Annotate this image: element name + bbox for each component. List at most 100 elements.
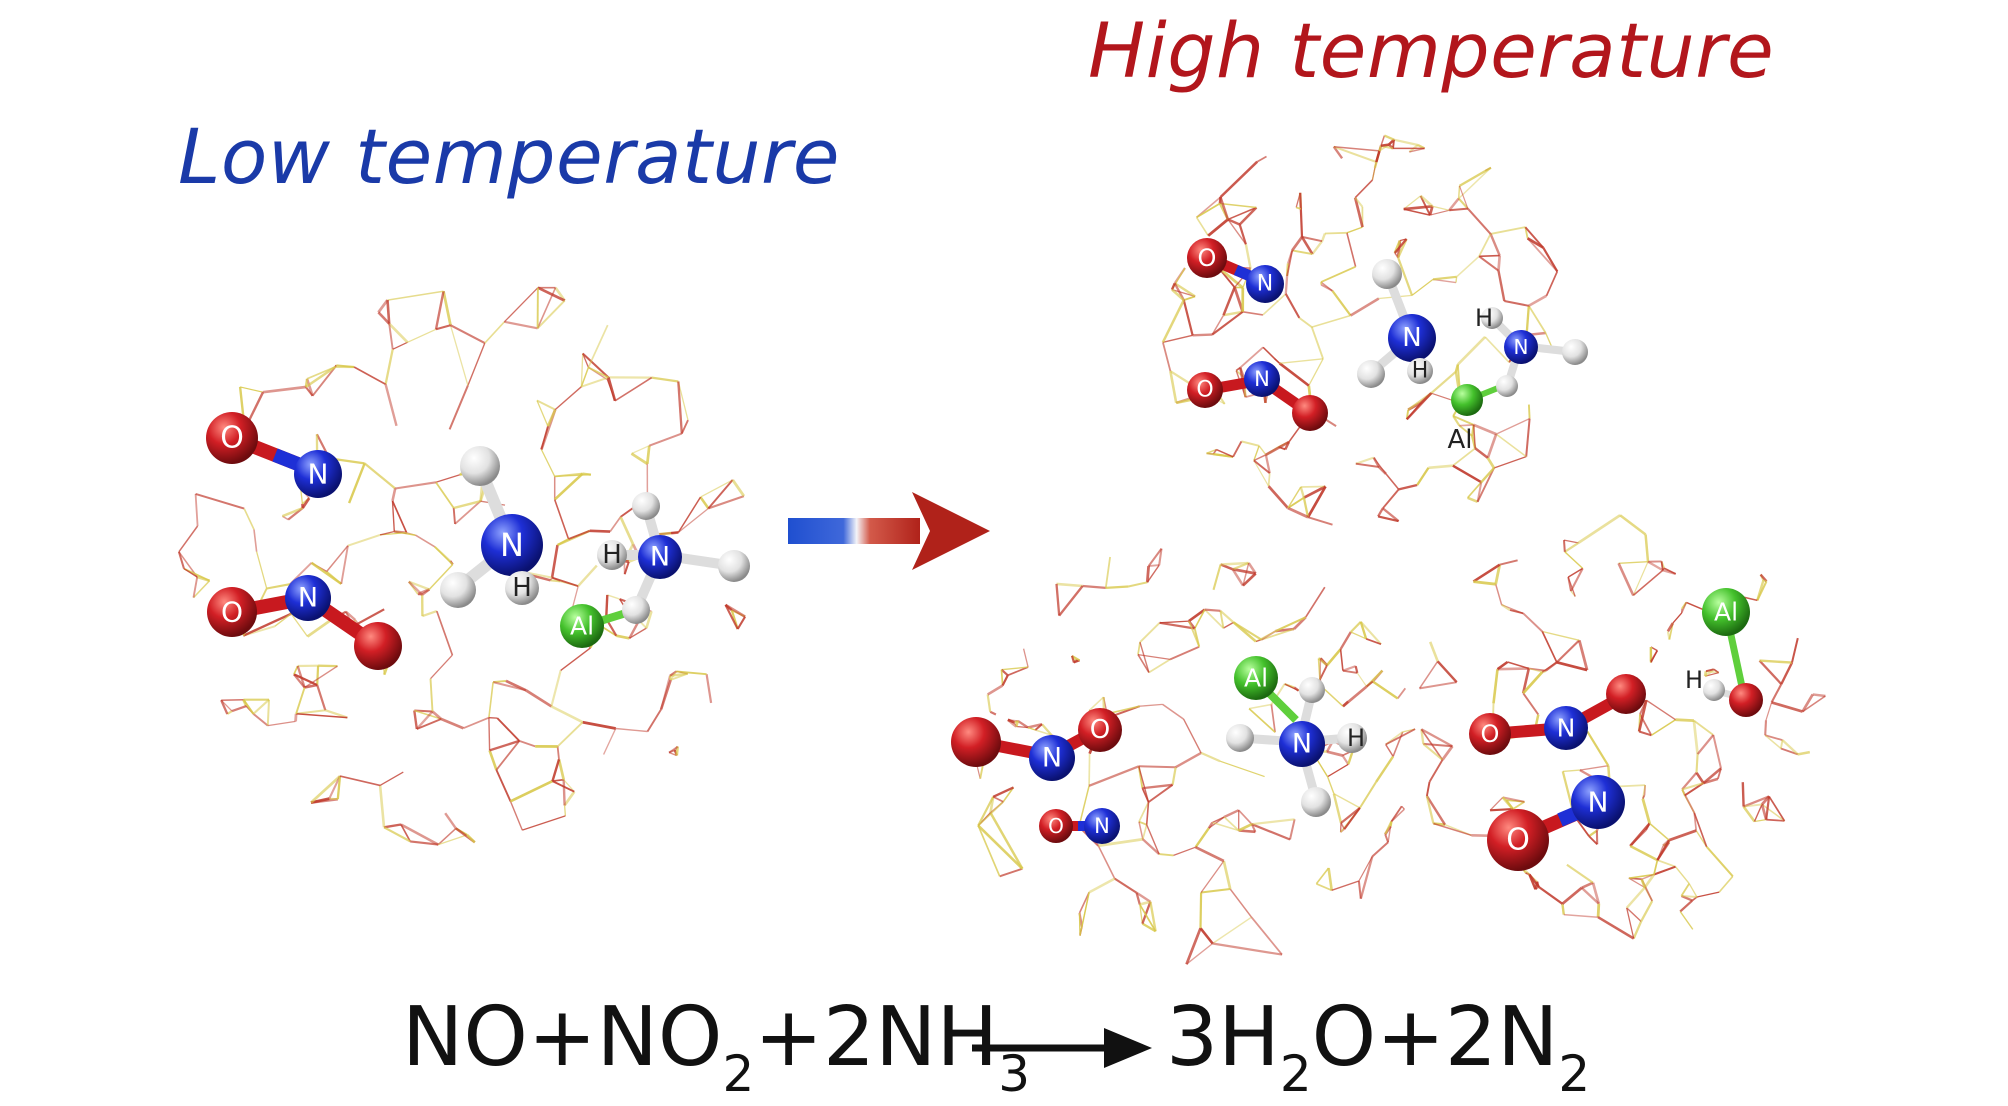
- zeolite-framework-high-right: [1418, 514, 1826, 940]
- framework-bond: [1660, 561, 1664, 571]
- framework-bond: [1577, 639, 1589, 671]
- framework-bond: [421, 588, 431, 596]
- framework-bond: [1316, 883, 1333, 892]
- framework-bond: [1138, 821, 1144, 840]
- framework-bond: [1332, 793, 1343, 824]
- framework-bond: [1556, 660, 1588, 672]
- framework-bond: [519, 740, 536, 748]
- framework-bond: [553, 472, 584, 501]
- framework-bond: [1387, 826, 1392, 843]
- framework-bond: [1457, 185, 1461, 199]
- framework-bond: [989, 812, 1024, 870]
- framework-bond: [1310, 326, 1324, 360]
- framework-bond: [648, 432, 683, 447]
- framework-bond: [400, 824, 411, 842]
- svg-text:N: N: [1557, 714, 1576, 743]
- svg-text:O: O: [1048, 814, 1064, 838]
- framework-bond: [1718, 875, 1734, 893]
- framework-bond: [1645, 822, 1651, 831]
- framework-bond: [383, 823, 402, 829]
- framework-bond: [609, 516, 622, 533]
- framework-bond: [1159, 621, 1195, 630]
- framework-bond: [1743, 795, 1770, 808]
- framework-bond: [301, 497, 311, 509]
- framework-bond: [616, 634, 630, 640]
- atom-nitrogen: N: [1388, 314, 1436, 362]
- framework-bond: [614, 376, 653, 402]
- reaction-arrow: [972, 1028, 1152, 1068]
- framework-bond: [242, 699, 255, 715]
- framework-bond: [1088, 765, 1140, 787]
- framework-bond: [623, 561, 630, 575]
- framework-bond: [1222, 286, 1236, 316]
- framework-bond: [1267, 473, 1271, 487]
- framework-bond: [1423, 742, 1453, 748]
- aluminum-label: Al: [1447, 425, 1472, 455]
- framework-bond: [392, 341, 408, 350]
- framework-bond: [1638, 730, 1652, 737]
- framework-bond: [387, 290, 444, 301]
- framework-bond: [581, 352, 610, 379]
- framework-bond: [1480, 467, 1495, 483]
- framework-bond: [1346, 232, 1357, 267]
- framework-bond: [1145, 802, 1150, 825]
- framework-bond: [1251, 823, 1291, 841]
- framework-bond: [1238, 206, 1258, 226]
- framework-bond: [1541, 631, 1558, 663]
- framework-bond: [183, 568, 198, 578]
- svg-text:N: N: [500, 526, 524, 564]
- framework-bond: [700, 479, 734, 498]
- atom-oxygen: O: [1487, 809, 1549, 871]
- framework-bond: [274, 613, 292, 627]
- framework-bond: [1265, 440, 1290, 456]
- framework-bond: [1041, 723, 1053, 736]
- framework-bond: [1764, 734, 1783, 741]
- framework-bond: [448, 385, 469, 430]
- framework-bond: [1626, 907, 1642, 922]
- atom-hydrogen: H: [1407, 358, 1433, 384]
- framework-bond: [1186, 942, 1214, 965]
- framework-bond: [466, 833, 476, 844]
- framework-bond: [435, 324, 451, 331]
- framework-bond: [1287, 506, 1309, 519]
- framework-bond: [1679, 899, 1694, 913]
- framework-bond: [550, 544, 559, 578]
- framework-bond: [1703, 670, 1708, 677]
- framework-bond: [1525, 305, 1530, 336]
- framework-bond: [699, 496, 710, 510]
- framework-bond: [1384, 821, 1393, 835]
- framework-bond: [1632, 569, 1664, 597]
- framework-bond: [1229, 888, 1253, 918]
- framework-bond: [453, 500, 481, 510]
- framework-bond: [546, 409, 557, 427]
- framework-bond: [1526, 237, 1558, 273]
- framework-bond: [1332, 146, 1344, 159]
- framework-bond: [651, 376, 679, 383]
- framework-bond: [495, 769, 512, 802]
- framework-bond: [1681, 894, 1697, 898]
- framework-bond: [1114, 877, 1138, 894]
- framework-bond: [550, 705, 584, 724]
- framework-bond: [391, 500, 408, 534]
- framework-bond: [1212, 821, 1239, 832]
- framework-bond: [1213, 453, 1234, 458]
- atom-hydrogen: [1226, 724, 1254, 752]
- atom-nitrogen: N: [1084, 808, 1120, 844]
- framework-bond: [553, 499, 570, 540]
- framework-bond: [1618, 561, 1649, 564]
- framework-bond: [602, 728, 617, 755]
- framework-bond: [463, 716, 490, 729]
- framework-bond: [1371, 841, 1389, 858]
- atom-nitrogen: N: [1246, 265, 1284, 303]
- reactant-nh3: +2NH: [754, 990, 999, 1085]
- svg-text:Al: Al: [1714, 598, 1738, 627]
- framework-bond: [1586, 731, 1610, 767]
- framework-bond: [1680, 602, 1688, 614]
- framework-bond: [1278, 362, 1310, 387]
- framework-bond: [1504, 300, 1529, 307]
- framework-bond: [1207, 218, 1229, 237]
- atom-oxygen: O: [1187, 238, 1227, 278]
- framework-bond: [1239, 346, 1264, 369]
- framework-bond: [1253, 460, 1270, 487]
- framework-bond: [668, 675, 672, 681]
